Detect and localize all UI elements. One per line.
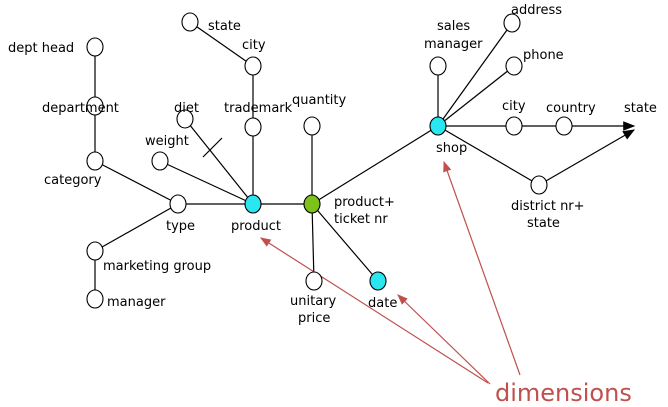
label-date: date bbox=[368, 296, 397, 311]
label-diet: diet bbox=[174, 101, 199, 116]
label-unitary-line1: unitary bbox=[290, 294, 336, 309]
edge-phone-shop bbox=[437, 65, 515, 127]
label-state-top: state bbox=[208, 19, 241, 34]
label-category: category bbox=[44, 173, 102, 188]
label-address: address bbox=[511, 3, 562, 18]
node-trademark bbox=[244, 117, 262, 137]
label-manager: manager bbox=[107, 295, 166, 310]
edge-unitary-fact bbox=[311, 203, 315, 282]
node-country bbox=[555, 116, 573, 136]
label-unitary-line2: price bbox=[298, 311, 330, 326]
label-fact-line1: product+ bbox=[334, 195, 395, 210]
node-city-top bbox=[244, 56, 262, 76]
label-district-line2: state bbox=[527, 216, 560, 231]
edge-statetop-city bbox=[189, 21, 254, 67]
edge-address-shop bbox=[437, 22, 513, 127]
node-quantity bbox=[303, 116, 321, 136]
node-sales-manager bbox=[429, 56, 447, 76]
labels: dept head department category type marke… bbox=[8, 3, 657, 407]
edge-district-state bbox=[538, 129, 636, 186]
node-unitary-price bbox=[305, 271, 323, 291]
label-fact-line2: ticket nr bbox=[334, 212, 388, 227]
edge-fact-shop bbox=[311, 125, 439, 205]
label-department: department bbox=[42, 101, 119, 116]
label-product: product bbox=[231, 219, 281, 234]
nodes bbox=[86, 12, 573, 309]
label-phone: phone bbox=[523, 48, 564, 63]
label-state-right: state bbox=[624, 101, 657, 116]
node-dept-head bbox=[86, 37, 104, 57]
pointer-date bbox=[397, 294, 491, 385]
node-phone bbox=[505, 56, 523, 76]
label-city-top: city bbox=[242, 38, 266, 53]
edge-weight-product bbox=[159, 160, 254, 205]
node-type bbox=[169, 194, 187, 214]
label-dept-head: dept head bbox=[8, 41, 74, 56]
edge-shop-district bbox=[437, 125, 540, 186]
label-type: type bbox=[166, 219, 195, 234]
edge-diet-cut bbox=[202, 137, 223, 158]
pointer-shop bbox=[443, 160, 521, 376]
label-shop: shop bbox=[436, 141, 467, 156]
node-date bbox=[369, 271, 387, 291]
node-product bbox=[244, 194, 262, 214]
node-fact bbox=[303, 194, 321, 214]
node-marketing-group bbox=[86, 241, 104, 261]
label-marketing-group: marketing group bbox=[103, 259, 211, 274]
node-city-shop bbox=[505, 116, 523, 136]
node-district bbox=[530, 175, 548, 195]
label-trademark: trademark bbox=[224, 101, 293, 116]
pointer-product bbox=[259, 237, 489, 384]
label-sales-line1: sales bbox=[437, 19, 470, 34]
node-state-top bbox=[181, 12, 199, 32]
node-diet bbox=[176, 109, 194, 129]
edge-marketing-type bbox=[94, 203, 179, 252]
edge-diet-product bbox=[184, 118, 254, 205]
label-quantity: quantity bbox=[292, 93, 347, 108]
node-shop bbox=[429, 116, 447, 136]
node-category bbox=[86, 151, 104, 171]
edge-category-type bbox=[94, 160, 179, 205]
node-manager bbox=[86, 289, 104, 309]
node-address bbox=[503, 13, 521, 33]
label-city-shop: city bbox=[502, 99, 526, 114]
label-sales-line2: manager bbox=[424, 37, 483, 52]
label-country: country bbox=[546, 101, 596, 116]
node-weight bbox=[151, 151, 169, 171]
edge-date-fact bbox=[311, 203, 379, 282]
node-department bbox=[86, 96, 104, 116]
label-weight: weight bbox=[145, 134, 189, 149]
dimension-pointers bbox=[259, 160, 521, 385]
edges bbox=[94, 21, 636, 299]
label-dimensions: dimensions bbox=[495, 379, 632, 407]
label-district-line1: district nr+ bbox=[511, 199, 585, 214]
